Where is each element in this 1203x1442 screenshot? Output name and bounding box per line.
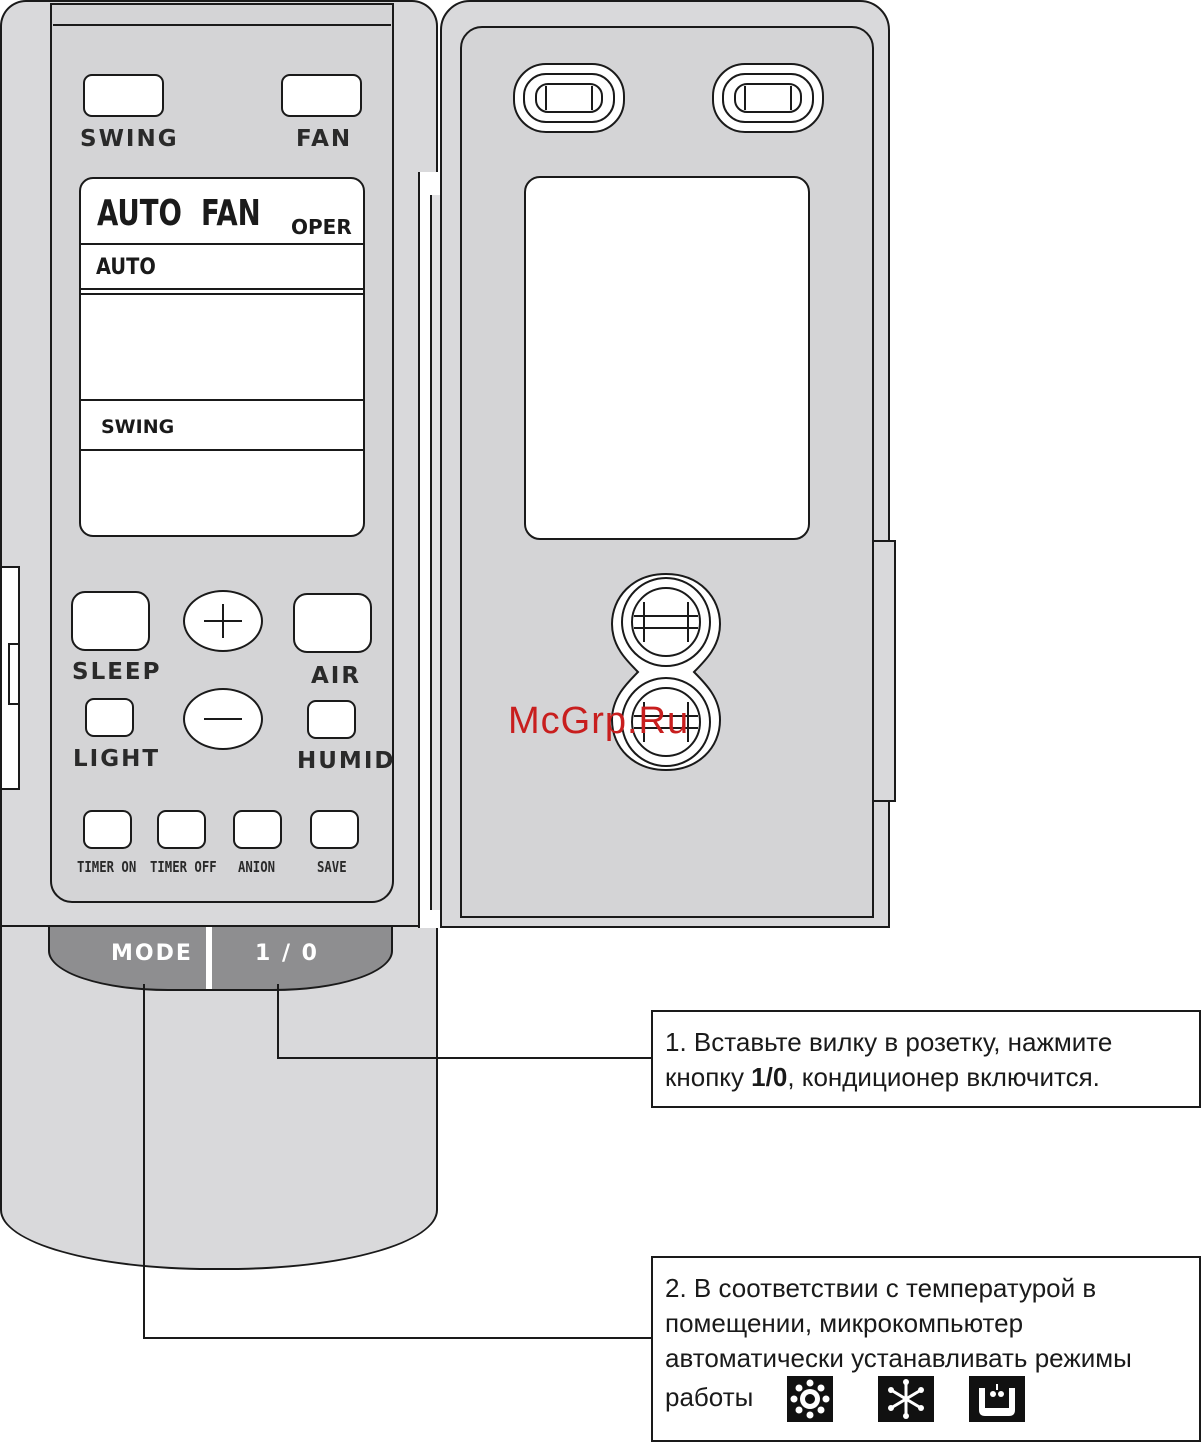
door-clip-right-icon: [712, 63, 824, 133]
light-label: LIGHT: [73, 746, 161, 772]
step-2-text: 2. В соответствии с температурой в помещ…: [665, 1273, 1132, 1412]
dry-mode-icon: [969, 1376, 1025, 1422]
leader-line-power: [277, 1057, 653, 1059]
lcd-oper-text: OPER: [291, 215, 352, 239]
door-side-tab: [872, 540, 896, 802]
power-button[interactable]: 1 / 0: [212, 927, 391, 989]
mode-power-key: MODE 1 / 0: [48, 925, 393, 991]
step-1-callout: 1. Вставьте вилку в розетку, нажмите кно…: [651, 1010, 1201, 1108]
anion-button[interactable]: [233, 810, 282, 849]
mode-label: MODE: [111, 941, 193, 966]
heat-mode-icon: [786, 1376, 833, 1422]
temp-up-button[interactable]: [183, 590, 263, 652]
lcd-divider: [81, 399, 363, 401]
lcd-divider: [81, 293, 363, 295]
sleep-button[interactable]: [71, 591, 150, 651]
fan-label: FAN: [296, 126, 353, 152]
temp-down-button[interactable]: [183, 688, 263, 750]
power-label: 1 / 0: [255, 941, 319, 966]
timer-off-label: TIMER OFF: [150, 858, 217, 876]
save-button[interactable]: [310, 810, 359, 849]
leader-line-mode: [143, 984, 145, 1339]
lcd-swing-text: SWING: [101, 416, 175, 438]
air-button[interactable]: [293, 593, 372, 653]
cool-mode-icon: [877, 1376, 934, 1422]
door-clip-left-icon: [513, 63, 625, 133]
watermark: McGrp.Ru: [508, 700, 690, 742]
side-clip-latch: [8, 643, 20, 705]
lcd-display: AUTO FAN OPER AUTO SWING: [79, 177, 365, 537]
sleep-label: SLEEP: [72, 659, 162, 685]
lcd-mode-text: AUTO FAN: [97, 193, 261, 234]
light-button[interactable]: [85, 698, 134, 737]
air-label: AIR: [311, 663, 362, 689]
lcd-auto-text: AUTO: [96, 255, 156, 280]
timer-off-button[interactable]: [157, 810, 206, 849]
anion-label: ANION: [238, 858, 276, 876]
door-window: [524, 176, 810, 540]
pill-divider: [206, 927, 212, 989]
lcd-divider: [81, 449, 363, 451]
minus-icon: [204, 718, 242, 720]
leader-line-power: [277, 984, 279, 1059]
lcd-divider: [81, 243, 363, 245]
front-panel-top-line: [53, 24, 391, 26]
step-1-text: 1. Вставьте вилку в розетку, нажмите кно…: [665, 1027, 1113, 1092]
door-latch-icon: [610, 572, 722, 772]
swing-label: SWING: [80, 126, 179, 152]
humid-label: HUMID: [297, 748, 396, 774]
step-2-callout: 2. В соответствии с температурой в помещ…: [651, 1256, 1201, 1442]
fan-button[interactable]: [281, 74, 362, 117]
step-1-key: 1/0: [751, 1062, 788, 1092]
swing-button[interactable]: [83, 74, 164, 117]
step-1-text-end: , кондиционер включится.: [787, 1062, 1100, 1092]
timer-on-label: TIMER ON: [77, 858, 137, 876]
save-label: SAVE: [317, 858, 347, 876]
humid-button[interactable]: [307, 700, 356, 739]
lcd-divider: [81, 288, 363, 290]
timer-on-button[interactable]: [83, 810, 132, 849]
mode-button[interactable]: MODE: [50, 927, 206, 989]
plus-icon: [204, 604, 242, 638]
leader-line-mode: [143, 1337, 653, 1339]
